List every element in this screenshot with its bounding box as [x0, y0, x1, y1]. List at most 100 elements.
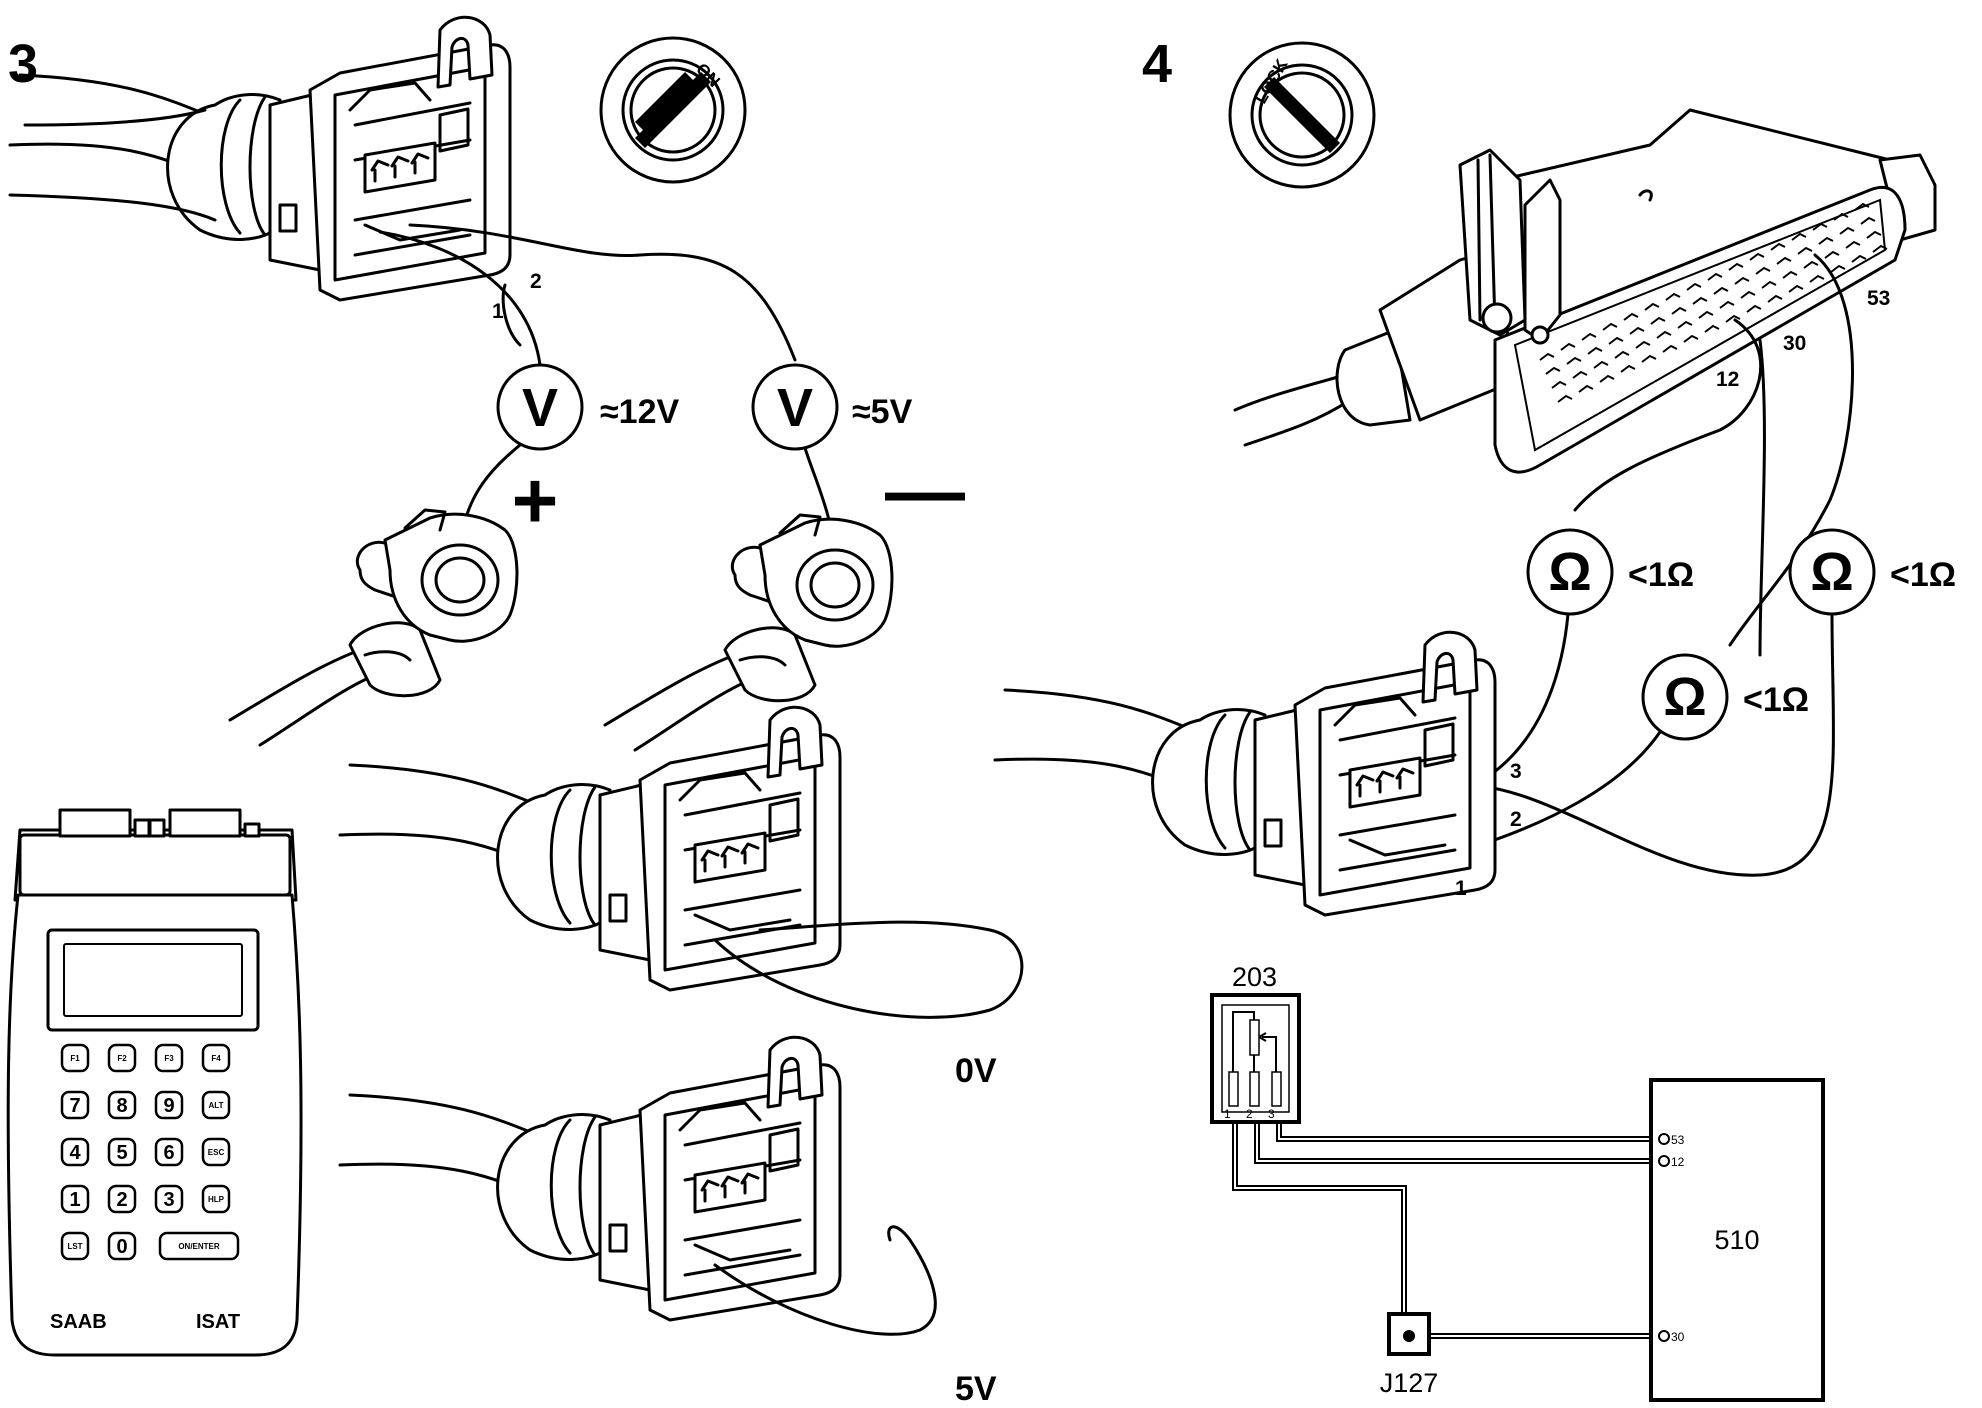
jumper-wire-0v — [713, 920, 1024, 1019]
ecu-pin-cavity — [1602, 322, 1618, 331]
ecu-pin-cavity — [1767, 294, 1783, 303]
ecu-pin-cavity — [1830, 264, 1846, 273]
ecu-pin-cavity — [1839, 226, 1855, 235]
ecu-pin-cavity — [1623, 312, 1639, 321]
ecu-pin-12: 12 — [1671, 1155, 1685, 1169]
result-5v-label: 5V — [955, 1370, 997, 1408]
ecu-pin-cavity — [1734, 276, 1750, 285]
isat-key-label: 0 — [116, 1236, 127, 1258]
ignition-switch-lock-icon: LOCK — [1228, 41, 1376, 189]
isat-key[interactable]: 9 — [154, 1090, 184, 1120]
isat-key-label: ALT — [209, 1101, 224, 1110]
component-pin-3: 3 — [1268, 1107, 1275, 1121]
cable-top-b — [8, 193, 217, 222]
isat-key[interactable]: LST — [60, 1231, 90, 1261]
isat-key-label: F2 — [117, 1054, 127, 1063]
pin-1-label: 1 — [492, 300, 504, 323]
isat-key[interactable]: 3 — [154, 1184, 184, 1214]
ecu-pin-cavity — [1692, 296, 1708, 305]
isat-key[interactable]: ON/ENTER — [158, 1231, 240, 1261]
ecu-pin-cavity — [1761, 280, 1777, 289]
ecu-pin-cavity — [1845, 240, 1861, 249]
isat-key[interactable]: F2 — [107, 1043, 137, 1073]
wire-pin12 — [1573, 318, 1763, 512]
isat-key[interactable]: F1 — [60, 1043, 90, 1073]
ecu-pin-cavity — [1866, 230, 1882, 239]
isat-key[interactable]: ESC — [201, 1137, 231, 1167]
ecu-pin-cavity — [1620, 364, 1636, 373]
voltmeter-right: V — [751, 363, 839, 451]
ecu-pin-cavity — [1824, 250, 1840, 259]
isat-key[interactable]: 2 — [107, 1184, 137, 1214]
isat-key[interactable]: 7 — [60, 1090, 90, 1120]
ecu-pin-cavity — [1677, 320, 1693, 329]
result-0v-label: 0V — [955, 1052, 997, 1090]
component-203-label: 203 — [1232, 962, 1277, 992]
ecu-pin-cavity — [1560, 342, 1576, 351]
ecu-pin-cavity — [1713, 286, 1729, 295]
connector-pin-2-label: 2 — [1510, 808, 1522, 831]
junction-j127-label: J127 — [1380, 1368, 1439, 1398]
ecu-pin-cavity — [1686, 282, 1702, 291]
isat-key[interactable]: ALT — [201, 1090, 231, 1120]
isat-key-label: ON/ENTER — [178, 1242, 220, 1251]
ecu-pin-cavity — [1608, 336, 1624, 345]
voltmeter-left-reading: ≈12V — [600, 393, 679, 431]
ecu-pin-cavity — [1749, 252, 1765, 261]
sensor-right — [603, 513, 894, 752]
ecu-pin-cavity — [1854, 202, 1870, 211]
isat-key[interactable]: 0 — [107, 1231, 137, 1261]
isat-key-label: HLP — [208, 1195, 225, 1204]
ecu-pin-cavity — [1662, 344, 1678, 353]
isat-key[interactable]: 6 — [154, 1137, 184, 1167]
wire-5v — [713, 1225, 937, 1336]
isat-key[interactable]: F3 — [154, 1043, 184, 1073]
ecu-pin-cavity — [1683, 334, 1699, 343]
isat-key[interactable]: 1 — [60, 1184, 90, 1214]
component-pin-2: 2 — [1246, 1107, 1253, 1121]
isat-key[interactable]: 8 — [107, 1090, 137, 1120]
ecu-pin-cavity — [1671, 306, 1687, 315]
cable-top-a — [23, 108, 207, 127]
ecu-pin-cavity — [1776, 256, 1792, 265]
isat-key-label: 1 — [69, 1189, 80, 1211]
sensor-left — [228, 508, 519, 747]
ecu-510-label: 510 — [1714, 1225, 1759, 1255]
ohmmeter-1: Ω — [1526, 528, 1614, 616]
ecu-pin-cavity — [1704, 324, 1720, 333]
isat-key[interactable]: 4 — [60, 1137, 90, 1167]
wire-left-meter — [378, 230, 542, 367]
isat-key[interactable]: HLP — [201, 1184, 231, 1214]
isat-key-label: 2 — [116, 1189, 127, 1211]
isat-key[interactable]: F4 — [201, 1043, 231, 1073]
component-pin-1: 1 — [1224, 1107, 1231, 1121]
wire-ohm2-pin3 — [1468, 612, 1835, 877]
ecu-pin-cavity — [1770, 242, 1786, 251]
voltmeter-right-symbol: V — [777, 378, 813, 438]
ecu-pin-30: 30 — [1671, 1330, 1685, 1344]
wire-pin30 — [1758, 338, 1766, 657]
ohmmeter-3-symbol: Ω — [1663, 667, 1706, 727]
ecu-pin-cavity — [1833, 212, 1849, 221]
ecu-pin-cavity — [1551, 380, 1567, 389]
isat-key[interactable]: 5 — [107, 1137, 137, 1167]
voltmeter-left: V — [496, 363, 584, 451]
step-4-number: 4 — [1142, 34, 1172, 94]
probe-plus-sign: + — [512, 456, 559, 545]
connector-pin-3-label: 3 — [1510, 760, 1522, 783]
connector-top — [8, 15, 512, 302]
ecu-pin-53-label: 53 — [1867, 287, 1890, 310]
ecu-pin-grid — [1539, 202, 1888, 403]
ecu-pin-cavity — [1725, 314, 1741, 323]
ecu-pin-cavity — [1740, 290, 1756, 299]
isat-brand-label: SAAB — [50, 1311, 107, 1333]
ecu-pin-cavity — [1545, 366, 1561, 375]
ecu-pin-cavity — [1719, 300, 1735, 309]
ohmmeter-2: Ω — [1788, 528, 1876, 616]
pin-2-label: 2 — [530, 270, 542, 293]
ecu-pin-cavity — [1587, 346, 1603, 355]
step-3-number: 3 — [8, 34, 38, 94]
voltmeter-right-reading: ≈5V — [852, 393, 913, 431]
ecu-pin-cavity — [1641, 354, 1657, 363]
